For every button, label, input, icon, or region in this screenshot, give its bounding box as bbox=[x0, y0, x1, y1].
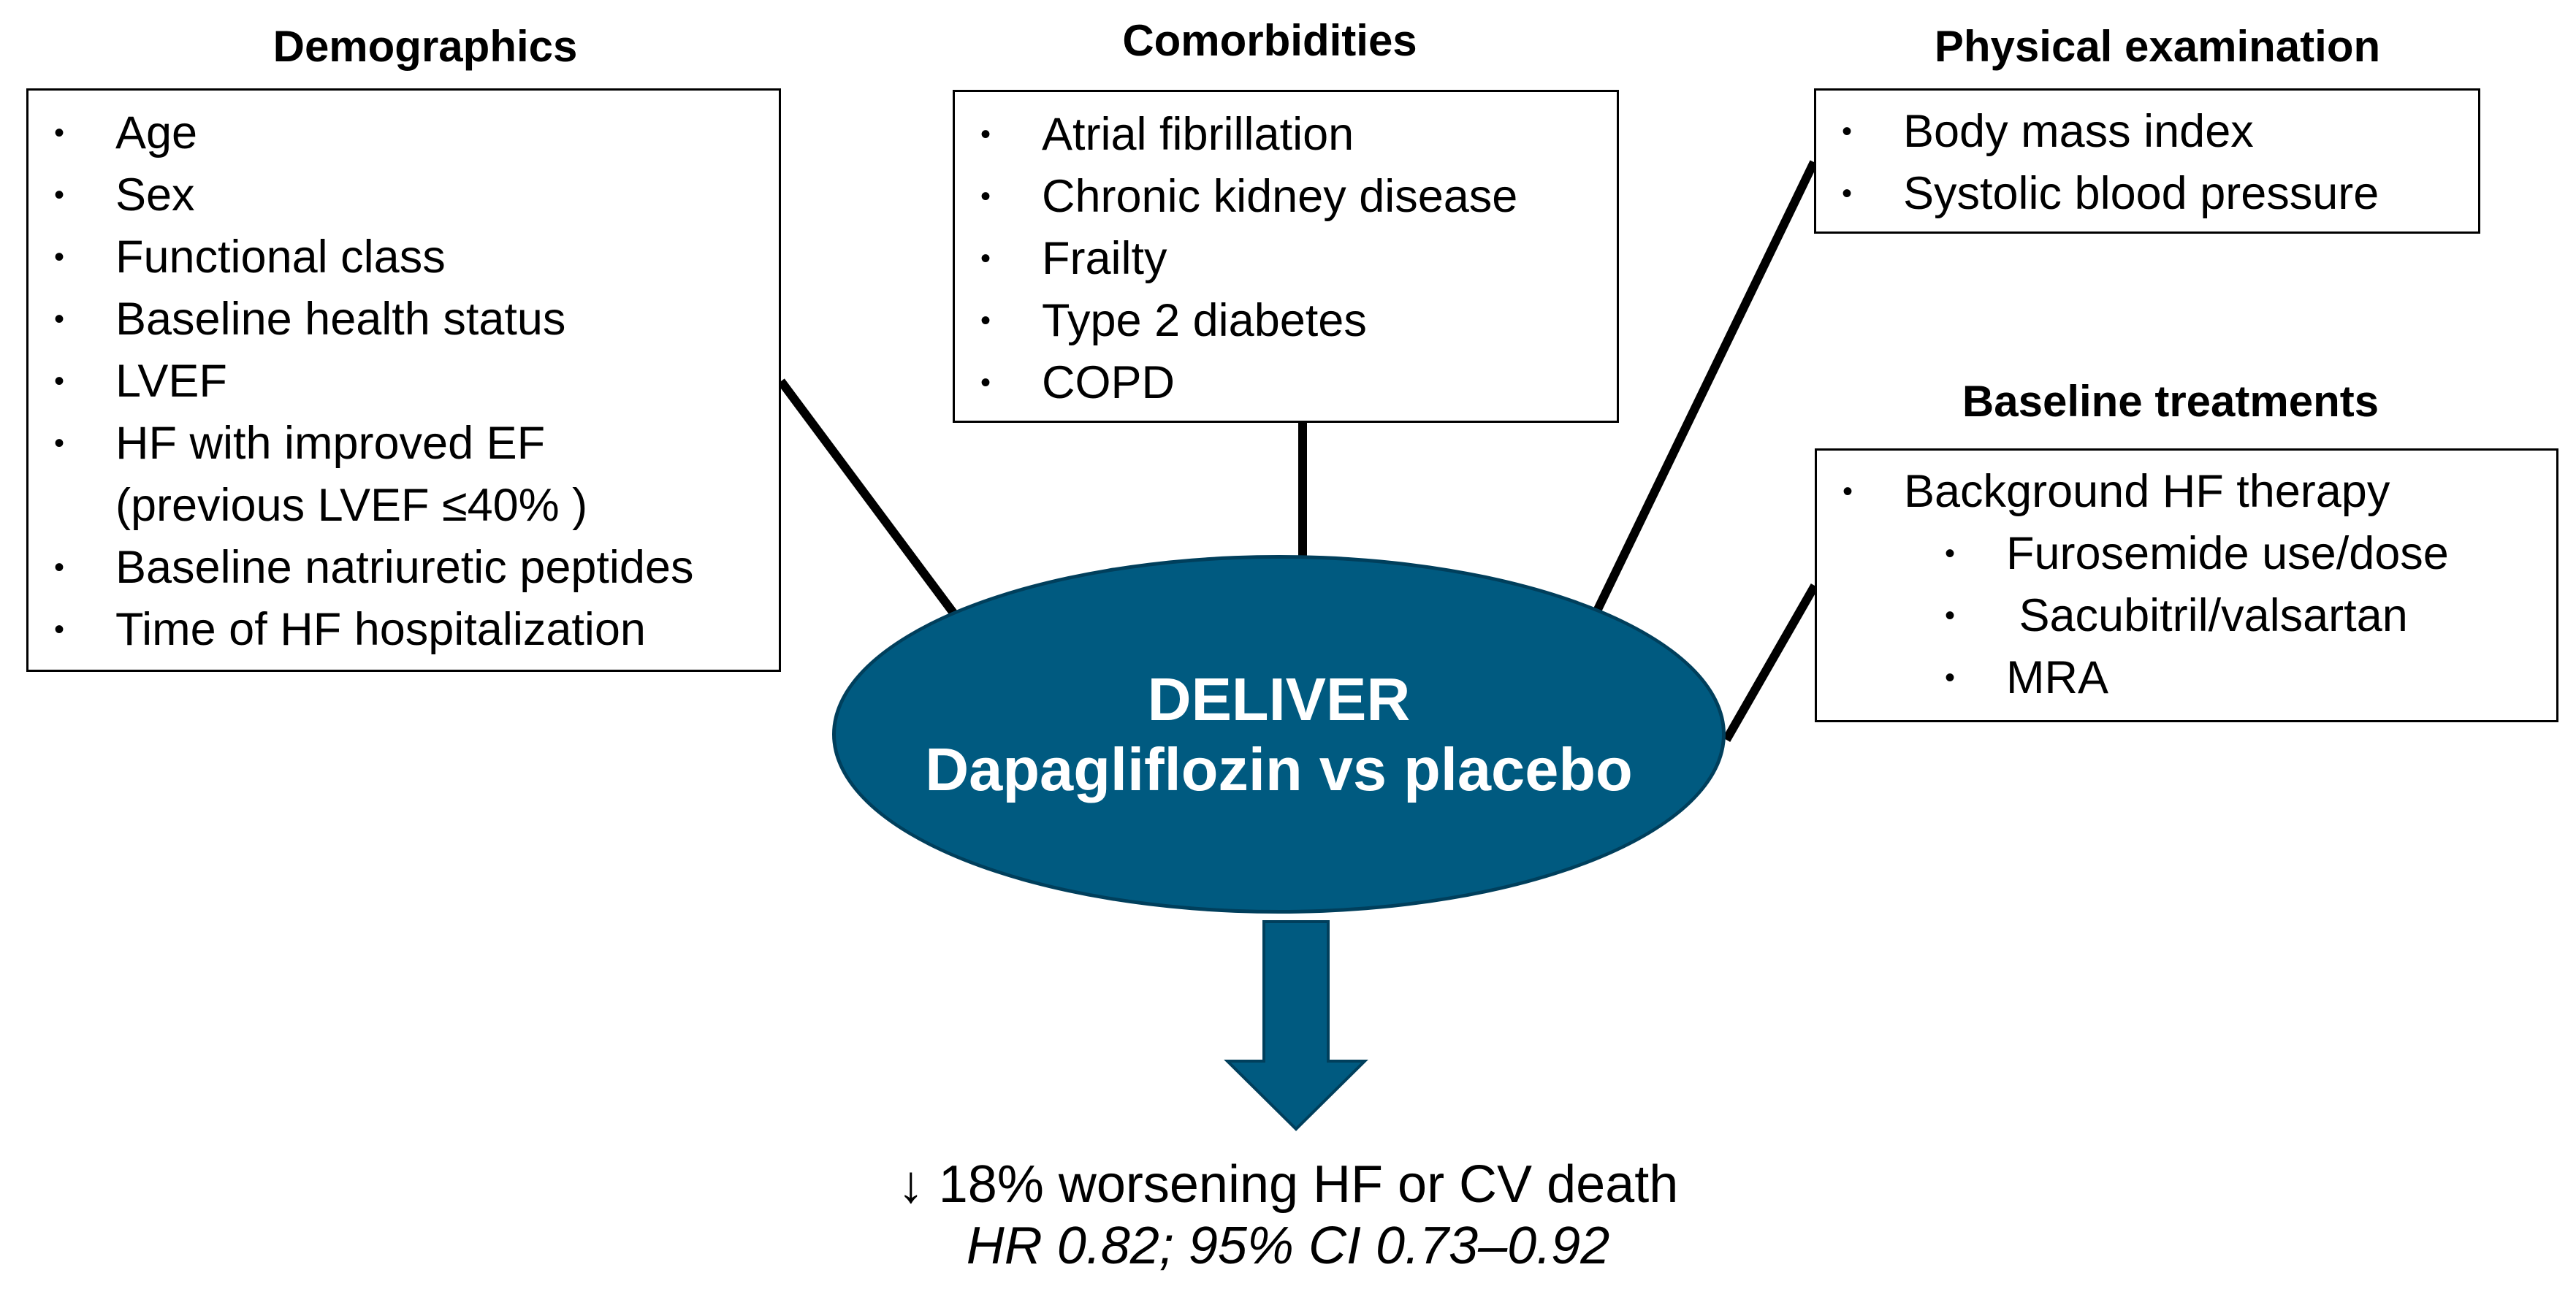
physical-examination-heading: Physical examination bbox=[1934, 22, 2381, 71]
list-item-label: MRA bbox=[2006, 652, 2108, 703]
bullet-icon: • bbox=[980, 118, 991, 150]
list-item-label: Body mass index bbox=[1903, 106, 2254, 157]
demographics-box: • Age • Sex • Functional class • Baseline he… bbox=[26, 88, 781, 672]
list-item-label: HF with improved EF bbox=[115, 418, 546, 469]
list-item-label: Time of HF hospitalization bbox=[115, 604, 646, 655]
bullet-icon: • bbox=[54, 551, 65, 584]
trial-comparison: Dapagliflozin vs placebo bbox=[925, 735, 1633, 803]
demographics-list: • Age • Sex • Functional class • Baseline he… bbox=[28, 102, 779, 661]
list-item-label: (previous LVEF ≤40% ) bbox=[115, 480, 588, 531]
connector-baseline-treatments bbox=[1722, 584, 1819, 742]
list-subitem: • Sacubitril/valsartan bbox=[1817, 585, 2556, 647]
bullet-icon: • bbox=[1945, 600, 1956, 632]
connector-physical-examination bbox=[1587, 160, 1818, 625]
list-item-label: Functional class bbox=[115, 232, 446, 283]
list-subitem: • Furosemide use/dose bbox=[1817, 523, 2556, 585]
list-item: • LVEF bbox=[28, 351, 779, 413]
deliver-trial-ellipse: DELIVER Dapagliflozin vs placebo bbox=[832, 555, 1726, 914]
list-item: • Age bbox=[28, 102, 779, 164]
list-item: • Type 2 diabetes bbox=[955, 290, 1617, 352]
list-item-label: Baseline health status bbox=[115, 294, 566, 345]
list-item-label: Age bbox=[115, 107, 198, 158]
list-item: • Functional class bbox=[28, 226, 779, 288]
bullet-icon: • bbox=[54, 303, 65, 335]
list-item-label: Systolic blood pressure bbox=[1903, 168, 2379, 219]
demographics-heading: Demographics bbox=[273, 22, 578, 71]
list-item-continuation: (previous LVEF ≤40% ) bbox=[28, 475, 779, 537]
trial-name: DELIVER bbox=[1147, 665, 1411, 734]
bullet-icon: • bbox=[1945, 662, 1956, 694]
list-item-label: Furosemide use/dose bbox=[2006, 528, 2449, 579]
list-item-label: Atrial fibrillation bbox=[1042, 109, 1354, 160]
outcome-result: ↓ 18% worsening HF or CV death bbox=[897, 1155, 1679, 1214]
bullet-icon: • bbox=[1842, 177, 1853, 210]
list-item: • Body mass index bbox=[1816, 101, 2478, 163]
bullet-icon: • bbox=[54, 117, 65, 149]
list-item-label: Baseline natriuretic peptides bbox=[115, 542, 694, 593]
connector-demographics bbox=[777, 378, 965, 627]
list-item-label: Sex bbox=[115, 169, 195, 221]
baseline-treatments-box: • Background HF therapy • Furosemide use/d… bbox=[1815, 448, 2558, 722]
list-item: • Background HF therapy bbox=[1817, 461, 2556, 523]
list-item-label: LVEF bbox=[115, 356, 227, 407]
list-subitem: • MRA bbox=[1817, 647, 2556, 709]
list-item: • COPD bbox=[955, 352, 1617, 414]
list-item: • Baseline natriuretic peptides bbox=[28, 537, 779, 599]
bullet-icon: • bbox=[54, 427, 65, 459]
baseline-treatments-list: • Background HF therapy • Furosemide use/d… bbox=[1817, 461, 2556, 709]
outcome-statistics: HR 0.82; 95% CI 0.73–0.92 bbox=[966, 1217, 1610, 1276]
physical-examination-list: • Body mass index • Systolic blood pressur… bbox=[1816, 101, 2478, 225]
list-item: • Baseline health status bbox=[28, 288, 779, 351]
list-item: • Chronic kidney disease bbox=[955, 166, 1617, 228]
list-item: • Atrial fibrillation bbox=[955, 104, 1617, 166]
bullet-icon: • bbox=[54, 365, 65, 397]
bullet-icon: • bbox=[54, 179, 65, 211]
outcome-summary: ↓ 18% worsening HF or CV death HR 0.82; … bbox=[898, 1154, 1679, 1277]
list-item-label: COPD bbox=[1042, 357, 1175, 408]
bullet-icon: • bbox=[1945, 537, 1956, 570]
list-item: • Sex bbox=[28, 164, 779, 226]
list-item: • Systolic blood pressure bbox=[1816, 163, 2478, 225]
physical-examination-box: • Body mass index • Systolic blood pressur… bbox=[1814, 88, 2480, 234]
bullet-icon: • bbox=[980, 367, 991, 399]
bullet-icon: • bbox=[1842, 115, 1853, 148]
bullet-icon: • bbox=[980, 180, 991, 213]
list-item-label: Type 2 diabetes bbox=[1042, 295, 1367, 346]
bullet-icon: • bbox=[1843, 475, 1853, 508]
list-item-label: Chronic kidney disease bbox=[1042, 171, 1518, 222]
comorbidities-list: • Atrial fibrillation • Chronic kidney dis… bbox=[955, 104, 1617, 414]
list-item-label: Frailty bbox=[1042, 233, 1167, 284]
bullet-icon: • bbox=[980, 242, 991, 275]
list-item: • Frailty bbox=[955, 228, 1617, 290]
list-item: • Time of HF hospitalization bbox=[28, 599, 779, 661]
bullet-icon: • bbox=[54, 613, 65, 646]
bullet-icon: • bbox=[980, 305, 991, 337]
comorbidities-box: • Atrial fibrillation • Chronic kidney dis… bbox=[953, 90, 1619, 423]
bullet-icon: • bbox=[54, 241, 65, 273]
comorbidities-heading: Comorbidities bbox=[1122, 16, 1417, 65]
list-item-label: Sacubitril/valsartan bbox=[2006, 590, 2408, 641]
list-item: • HF with improved EF bbox=[28, 413, 779, 475]
list-item-label: Background HF therapy bbox=[1904, 466, 2390, 517]
baseline-treatments-heading: Baseline treatments bbox=[1962, 377, 2379, 426]
